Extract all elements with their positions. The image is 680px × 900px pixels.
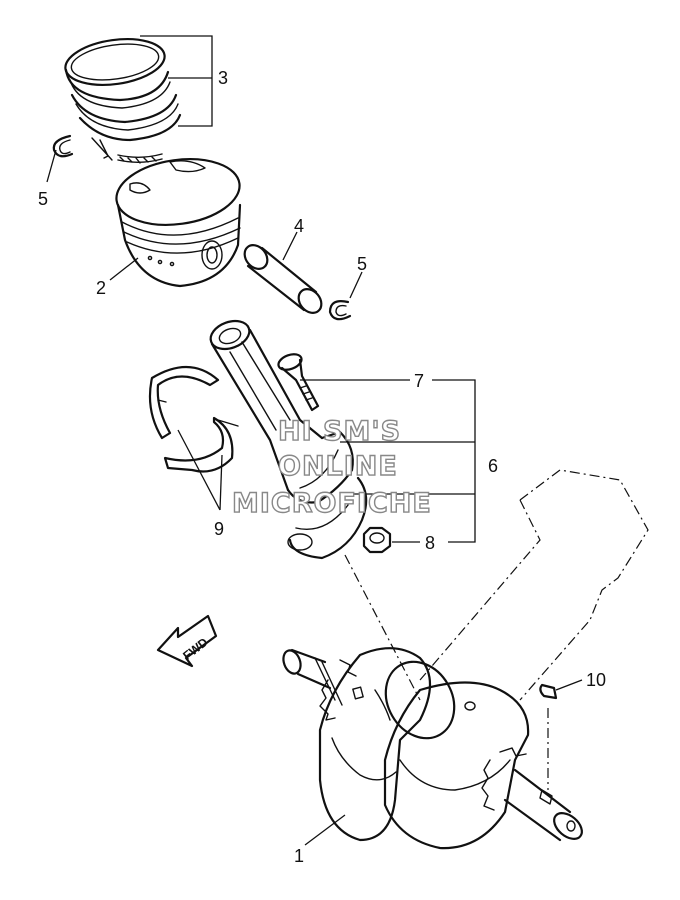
callout-8: 8: [425, 533, 435, 553]
circlip-lower: [328, 300, 352, 321]
piston: [115, 158, 242, 288]
callout-1: 1: [294, 846, 304, 866]
callout-7: 7: [414, 371, 424, 391]
callout-9: 9: [214, 519, 224, 539]
woodruff-key: [539, 683, 558, 700]
piston-rings: [64, 38, 182, 164]
callout-6: 6: [488, 456, 498, 476]
leader-lines: [46, 35, 583, 846]
rod-bolt: [277, 353, 320, 412]
callout-10: 10: [586, 670, 606, 690]
watermark-line-3: MICROFICHE: [232, 488, 432, 519]
bearing-shells: [148, 365, 239, 473]
fwd-direction-arrow: FWD: [156, 614, 218, 668]
crankshaft: [282, 469, 649, 850]
watermark: HI SM'S ONLINE MICROFICHE: [231, 415, 432, 519]
watermark-line-2: ONLINE: [278, 451, 398, 482]
connecting-rod: [209, 319, 368, 560]
callout-5-lower: 5: [357, 254, 367, 274]
callout-4: 4: [294, 216, 304, 236]
callout-3: 3: [218, 68, 228, 88]
callout-2: 2: [96, 278, 106, 298]
callout-numbers: 3 5 2 4 5 7 6 8 9 10 1: [38, 68, 606, 866]
watermark-line-1: HI SM'S: [278, 416, 401, 447]
rod-nut: [362, 526, 392, 554]
piston-pin: [243, 244, 323, 314]
callout-5-upper: 5: [38, 189, 48, 209]
circlip-upper: [52, 134, 74, 158]
